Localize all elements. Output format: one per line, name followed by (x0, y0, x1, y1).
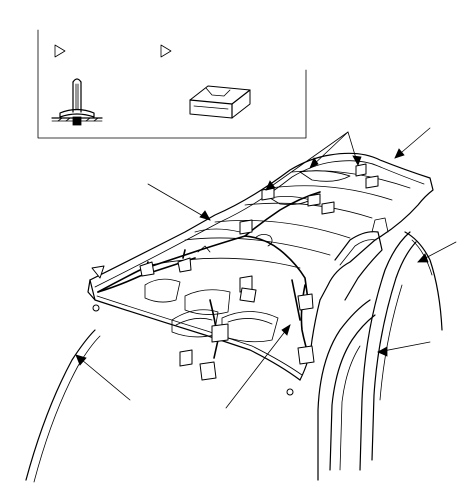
leader-line (265, 131, 349, 191)
clip-icon (139, 261, 155, 277)
clip-icon (365, 175, 379, 189)
clip-icon (211, 323, 229, 343)
headliner-panel (87, 152, 434, 381)
clip-icon (199, 361, 217, 381)
harness-clips (91, 163, 379, 396)
clip-icon (239, 219, 253, 235)
body-frame (25, 231, 443, 483)
triangle-marker-icon (54, 44, 66, 58)
clip-icon (297, 345, 315, 365)
leader-line (225, 324, 291, 409)
leader-lines (75, 127, 457, 409)
clip-icon (91, 265, 105, 279)
clip-icon (286, 388, 294, 396)
leader-line (147, 183, 211, 221)
leader-line (75, 354, 131, 401)
clip-icon (177, 257, 192, 273)
clip-icon (297, 293, 314, 311)
clip-hole-icon (72, 116, 82, 126)
clip-icon (179, 349, 193, 367)
clip-icon (321, 201, 335, 215)
triangle-marker-icon (160, 44, 172, 58)
clip-icon (355, 163, 367, 177)
parts-inset (37, 29, 307, 139)
trim-clip-icon (51, 78, 103, 126)
clip-icon (239, 287, 257, 303)
harness-clip-icon (189, 85, 251, 119)
clip-icon (92, 304, 100, 312)
clip-icon (307, 193, 321, 207)
inset-frame (37, 29, 307, 139)
